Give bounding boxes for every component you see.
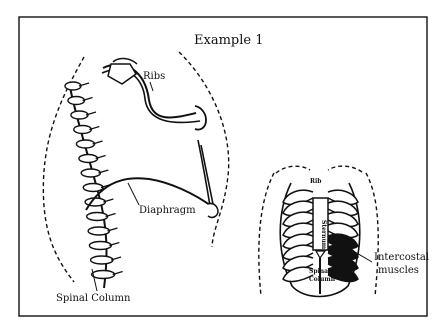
front-rib-label: Rib: [310, 178, 321, 185]
intercostal-label-line-1: Intercostal: [374, 252, 429, 263]
vertebra: [79, 155, 98, 163]
sternum-label: Sternum: [320, 220, 327, 250]
intercostal-label-line-2: muscles: [378, 265, 419, 276]
vertebra: [81, 169, 100, 177]
front-spinal-line-2: Column: [309, 276, 336, 283]
spinal-column-label: Spinal Column: [56, 293, 131, 304]
vertebra: [91, 256, 113, 264]
vertebra: [87, 213, 108, 221]
vertebra: [83, 184, 103, 192]
vertebra: [92, 271, 115, 279]
vertebra: [85, 198, 105, 206]
vertebra: [68, 97, 85, 105]
vertebra: [89, 242, 111, 250]
diaphragm-attachment: [208, 203, 218, 217]
vertebra: [71, 111, 88, 119]
diagram-frame: [19, 17, 427, 316]
diagram-title: Example 1: [194, 33, 263, 48]
vertebra: [74, 126, 92, 134]
diaphragm-label: Diaphragm: [139, 205, 196, 216]
vertebra: [76, 140, 94, 148]
front-spinal-line-1: Spinal: [309, 268, 331, 275]
vertebra: [65, 82, 81, 90]
front-ribs-right: [328, 190, 358, 281]
ribs-label: Ribs: [143, 71, 165, 82]
vertebra: [88, 227, 109, 235]
